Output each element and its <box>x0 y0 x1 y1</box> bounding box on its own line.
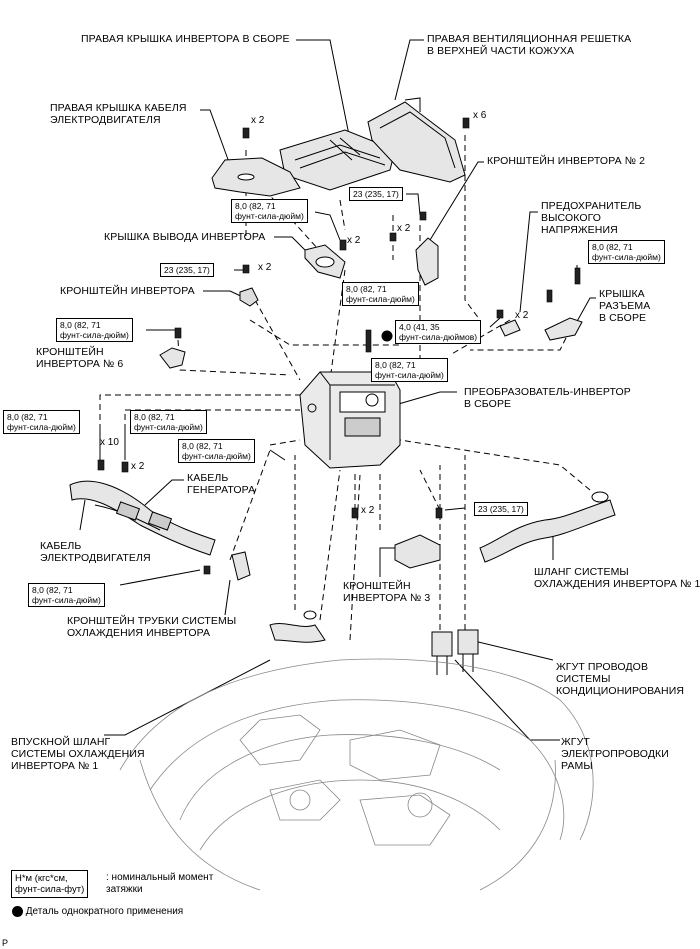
leader-right-cover <box>296 39 351 141</box>
torque-cable-mid: 8,0 (82, 71 фунт-сила-дюйм) <box>130 410 207 434</box>
legend-single-use-text: Деталь однократного применения <box>25 906 184 918</box>
label-cooling-pipe-bracket: КРОНШТЕЙН ТРУБКИ СИСТЕМЫ ОХЛАЖДЕНИЯ ИНВЕ… <box>67 615 237 639</box>
bracket-6-part <box>159 347 186 369</box>
fuse-part <box>499 319 521 337</box>
label-motor-cable-cover: ПРАВАЯ КРЫШКА КАБЕЛЯ ЭЛЕКТРОДВИГАТЕЛЯ <box>50 102 187 126</box>
connector-cover-part <box>544 317 583 341</box>
torque-pipe-bracket: 8,0 (82, 71 фунт-сила-дюйм) <box>28 583 105 607</box>
leader-pipe-br <box>224 579 231 616</box>
qty-fuse: x 2 <box>515 310 529 321</box>
label-inverter-bracket-2: КРОНШТЕЙН ИНВЕРТОРА № 2 <box>487 155 646 167</box>
qty-cable-left: x 10 <box>100 437 119 448</box>
label-cooling-hose-1: ШЛАНГ СИСТЕМЫ ОХЛАЖДЕНИЯ ИНВЕРТОРА № 1 <box>534 566 700 590</box>
label-converter-inverter: ПРЕОБРАЗОВАТЕЛЬ-ИНВЕРТОР В СБОРЕ <box>464 386 631 410</box>
qty-term: x 2 <box>347 235 361 246</box>
label-inlet-cooling-hose: ВПУСКНОЙ ШЛАНГ СИСТЕМЫ ОХЛАЖДЕНИЯ ИНВЕРТ… <box>11 736 145 772</box>
torque-body: 8,0 (82, 71 фунт-сила-дюйм) <box>178 439 255 463</box>
label-frame-wire-harness: ЖГУТ ЭЛЕКТРОПРОВОДКИ РАМЫ <box>561 736 669 772</box>
label-generator-cable: КАБЕЛЬ ГЕНЕРАТОРА <box>187 472 256 496</box>
corner-mark: P <box>2 938 9 948</box>
leader-br3 <box>379 547 400 577</box>
right-inverter-cover <box>279 129 396 191</box>
bracket-2-part <box>415 237 439 286</box>
leader-inlet <box>104 659 271 736</box>
bracket-part <box>239 287 259 307</box>
label-connector-cover: КРЫШКА РАЗЪЕМА В СБОРЕ <box>599 288 651 324</box>
torque-connector-cover: 8,0 (82, 71 фунт-сила-дюйм) <box>588 240 665 264</box>
label-right-vent-grille: ПРАВАЯ ВЕНТИЛЯЦИОННАЯ РЕШЕТКА В ВЕРХНЕЙ … <box>427 33 632 57</box>
torque-bracket: 23 (235, 17) <box>160 263 214 277</box>
label-ac-wire-harness: ЖГУТ ПРОВОДОВ СИСТЕМЫ КОНДИЦИОНИРОВАНИЯ <box>556 661 685 697</box>
single-use-dot-icon <box>12 906 23 917</box>
single-use-marker <box>381 330 393 342</box>
qty-vent: x 6 <box>473 110 487 121</box>
qty-bracket2: x 2 <box>397 223 411 234</box>
label-terminal-cover: КРЫШКА ВЫВОДА ИНВЕРТОРА <box>104 231 266 243</box>
legend-single-use: Деталь однократного применения <box>12 906 183 918</box>
label-inverter-bracket: КРОНШТЕЙН ИНВЕРТОРА <box>60 285 195 297</box>
label-motor-cable: КАБЕЛЬ ЭЛЕКТРОДВИГАТЕЛЯ <box>40 540 151 564</box>
qty-bottom: x 2 <box>361 505 375 516</box>
leader-ac <box>469 639 554 661</box>
bracket-3-part <box>394 534 441 569</box>
motor-cable-cover <box>211 157 301 197</box>
leader-motor-cable <box>79 499 86 531</box>
leader-bracket <box>203 290 246 299</box>
terminal-cover <box>304 244 346 279</box>
torque-fuse: 4,0 (41, 35 фунт-сила-дюймов) <box>395 320 482 344</box>
inverter-assembly <box>299 371 401 469</box>
pipe-bracket-part <box>231 551 251 581</box>
qty-bracket: x 2 <box>258 262 272 273</box>
leader-vent <box>394 39 424 101</box>
cable-bundle <box>69 480 216 556</box>
leader-fuse <box>519 211 538 313</box>
leader-bracket2 <box>429 161 484 241</box>
qty-cable-mid: x 2 <box>131 461 145 472</box>
bolts <box>97 117 581 575</box>
inlet-hose-part <box>269 610 326 643</box>
torque-center: 8,0 (82, 71 фунт-сила-дюйм) <box>342 282 419 306</box>
leader-gen <box>144 479 184 506</box>
label-right-inverter-cover: ПРАВАЯ КРЫШКА ИНВЕРТОРА В СБОРЕ <box>81 33 290 45</box>
torque-hose: 23 (235, 17) <box>474 502 528 516</box>
torque-inverter: 8,0 (82, 71 фунт-сила-дюйм) <box>371 358 448 382</box>
legend-torque-unit: Н*м (кгс*см, фунт-сила-фут) <box>11 870 89 898</box>
leader-inverter <box>394 391 457 406</box>
torque-bracket2: 23 (235, 17) <box>349 187 403 201</box>
qty-motor-cover: x 2 <box>251 115 265 126</box>
cooling-hose <box>479 491 616 563</box>
leader-term-cover <box>274 236 311 256</box>
label-inverter-bracket-3: КРОНШТЕЙН ИНВЕРТОРА № 3 <box>343 580 431 604</box>
engine-bay <box>119 658 594 891</box>
harness-connectors <box>431 629 479 675</box>
leader-motor-cover <box>200 109 231 166</box>
label-hv-fuse: ПРЕДОХРАНИТЕЛЬ ВЫСОКОГО НАПРЯЖЕНИЯ <box>541 200 642 236</box>
legend-torque-text: : номинальный момент затяжки <box>106 872 214 895</box>
torque-cable-left: 8,0 (82, 71 фунт-сила-дюйм) <box>3 410 80 434</box>
leader-frame <box>454 659 560 741</box>
leader-conn <box>574 297 596 326</box>
label-inverter-bracket-6: КРОНШТЕЙН ИНВЕРТОРА № 6 <box>36 346 124 370</box>
torque-cover: 8,0 (82, 71 фунт-сила-дюйм) <box>231 199 308 223</box>
vent-grille <box>367 97 466 183</box>
torque-bracket6: 8,0 (82, 71 фунт-сила-дюйм) <box>56 318 133 342</box>
